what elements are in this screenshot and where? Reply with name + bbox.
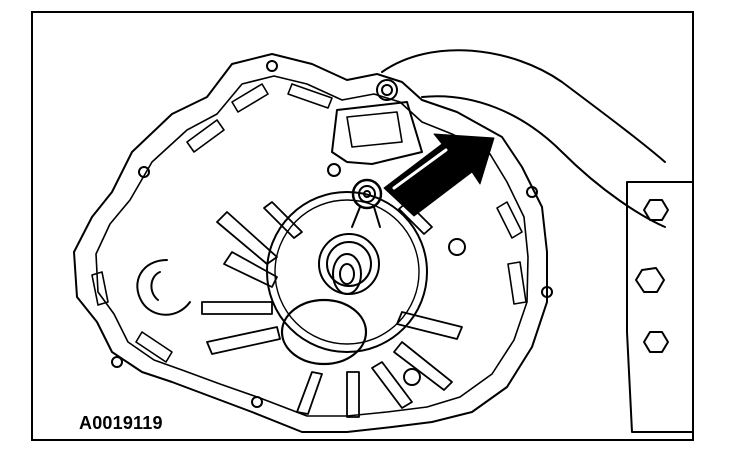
highlighted-plug bbox=[351, 178, 383, 228]
mount-bolt-left bbox=[327, 163, 341, 177]
case-ribs bbox=[201, 201, 463, 418]
case-right-contour bbox=[421, 95, 666, 228]
flange-slots bbox=[91, 83, 527, 363]
figure-frame: A0019119 bbox=[31, 11, 694, 441]
input-shaft-boss bbox=[280, 298, 368, 366]
differential-bore bbox=[266, 191, 428, 353]
right-bracket-hex-bolts bbox=[635, 199, 669, 353]
callout-arrow-highlight bbox=[392, 148, 448, 190]
callout-arrow bbox=[383, 133, 495, 217]
case-upper-contour bbox=[381, 49, 666, 163]
left-case-opening-inner bbox=[150, 271, 161, 301]
housing-inner-rim bbox=[95, 75, 529, 417]
transaxle-case-illustration bbox=[73, 49, 692, 433]
flange-bolt-holes bbox=[111, 60, 553, 408]
sensor-mount-window bbox=[346, 111, 403, 148]
figure-id-label: A0019119 bbox=[79, 413, 163, 433]
left-case-opening bbox=[136, 259, 191, 316]
housing-flange-outline bbox=[73, 53, 548, 433]
right-bracket bbox=[626, 181, 692, 433]
sensor-mount-bracket bbox=[331, 101, 423, 165]
